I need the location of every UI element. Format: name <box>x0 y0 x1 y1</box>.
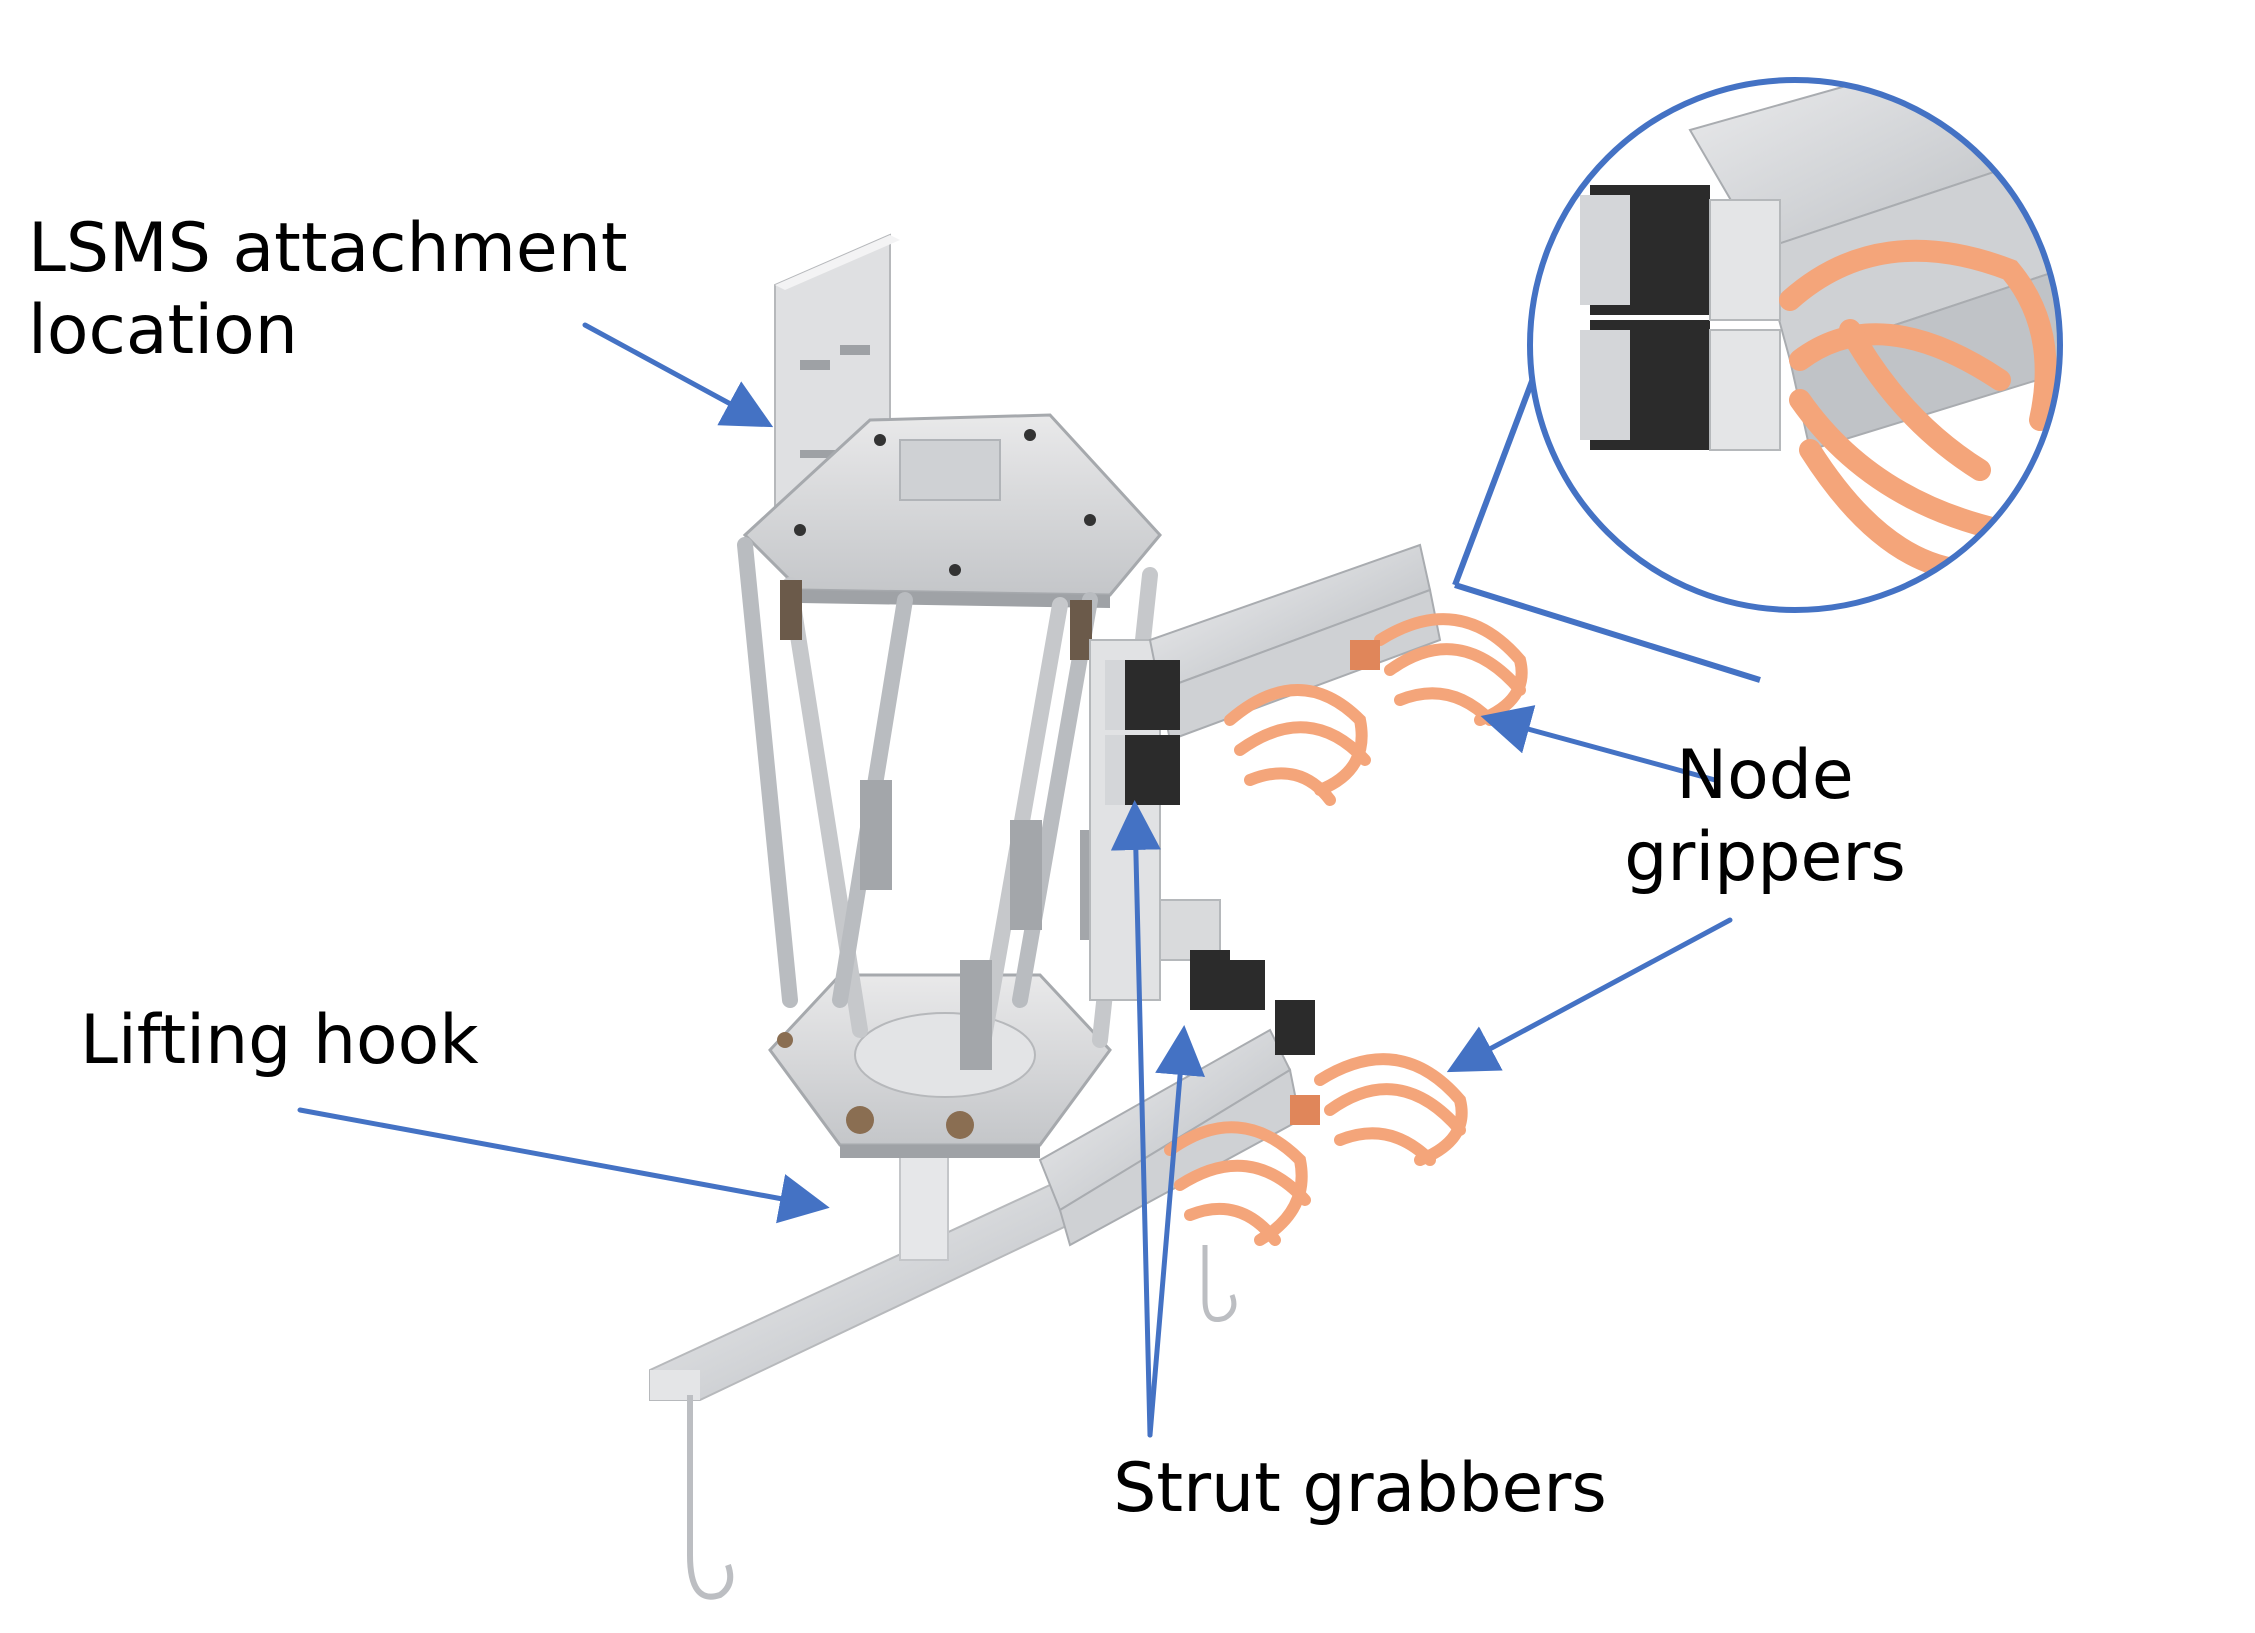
inset-connector-bottom <box>1454 582 1761 683</box>
label-node-line2: grippers <box>1624 817 1906 897</box>
zoom-inset <box>1452 77 2063 683</box>
label-strut-grabbers: Strut grabbers <box>1113 1449 1607 1528</box>
inset-frame <box>1527 77 2063 613</box>
upper-gripper-module <box>1105 543 1528 806</box>
label-node-line1: Node <box>1676 736 1854 815</box>
label-lsms-line1: LSMS attachment <box>28 209 628 288</box>
callout-arrows <box>297 322 1733 1438</box>
lifting-hook-assembly <box>649 1119 1237 1600</box>
inset-connector-top <box>1452 358 1543 587</box>
top-platform <box>742 413 1162 608</box>
arrow-strut-grabber-upper <box>1110 800 1161 1438</box>
label-lsms-line2: location <box>28 290 298 370</box>
arrow-strut-grabber-lower <box>1147 1025 1205 1438</box>
arrow-lifting-hook <box>297 1107 830 1224</box>
arrow-node-gripper-lower <box>1446 917 1733 1073</box>
lower-gripper-module <box>1038 1000 1468 1247</box>
label-lifting-hook: Lifting hook <box>80 1001 479 1080</box>
bottom-platform <box>768 973 1112 1158</box>
arrow-lsms <box>582 322 774 428</box>
arrow-node-gripper-upper <box>1480 705 1718 783</box>
label-node-grippers: Node grippers <box>1624 735 1906 898</box>
label-lsms-attachment-location: LSMS attachment location <box>28 208 627 371</box>
